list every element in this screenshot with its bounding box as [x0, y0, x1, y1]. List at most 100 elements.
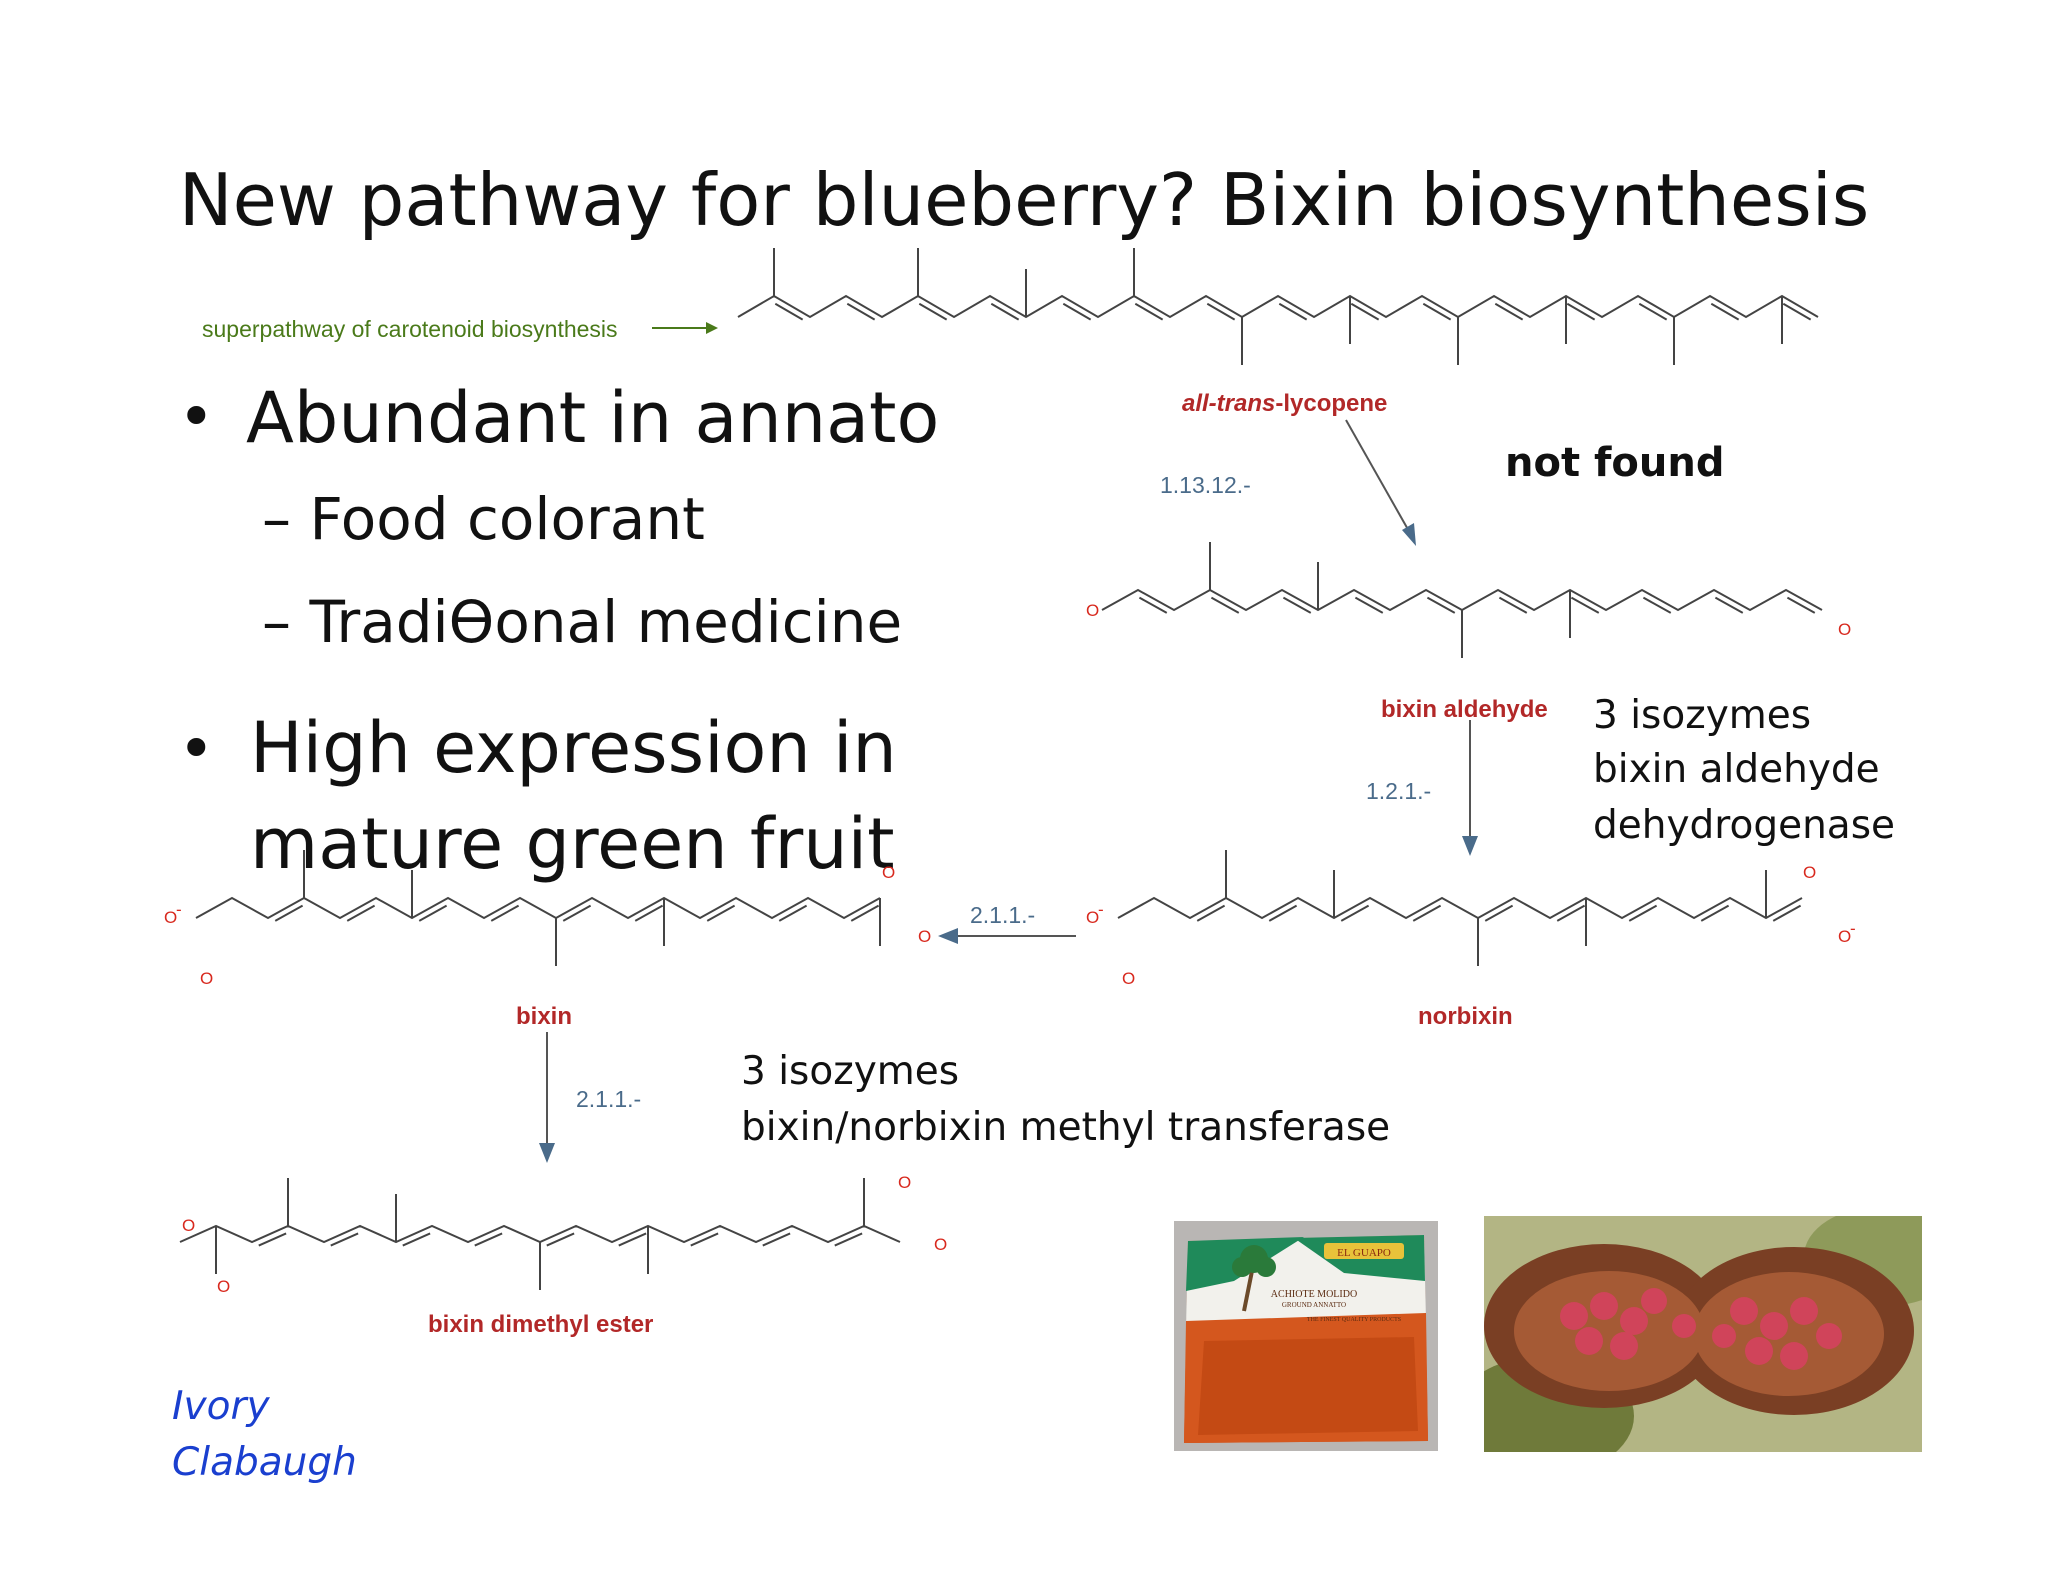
compound-bixin-label[interactable]: bixin — [516, 1003, 573, 1030]
compound-bixin-aldehyde-label[interactable]: bixin aldehyde — [1381, 696, 1548, 723]
bond — [762, 1232, 791, 1247]
slide-title: New pathway for blueberry? Bixin biosynt… — [178, 158, 1870, 242]
oxygen-atom: O — [1838, 620, 1851, 639]
compound-lycopene-label[interactable]: all-trans-lycopene — [1182, 390, 1387, 418]
bond — [1340, 904, 1370, 922]
bond — [990, 302, 1020, 321]
oxygen-atom: O — [1122, 969, 1135, 988]
oxygen-anion: O — [1838, 927, 1851, 946]
oxygen-atom: O — [217, 1277, 230, 1296]
transferase-note-line1: 3 isozymes — [741, 1049, 960, 1094]
bond — [1426, 596, 1456, 614]
credit-last-name: Clabaugh — [172, 1440, 357, 1485]
enzyme-ec-2-1-1-a[interactable]: 2.1.1.- — [970, 902, 1036, 928]
sub-bullet-food: – Food colorant — [262, 485, 705, 553]
bond — [1206, 302, 1236, 321]
bond — [1642, 596, 1672, 614]
bond — [1484, 904, 1514, 922]
bond — [834, 1232, 863, 1247]
ester-bonds — [215, 1178, 865, 1290]
enzyme-ec-1-13-12[interactable]: 1.13.12.- — [1160, 472, 1251, 498]
bond — [330, 1232, 359, 1247]
oxygen-atom: O — [934, 1235, 947, 1254]
bond — [1350, 302, 1380, 321]
superpathway-label[interactable]: superpathway of carotenoid biosynthesis — [202, 316, 618, 342]
oxygen-anion: O — [1086, 908, 1099, 927]
package-tagline: THE FINEST QUALITY PRODUCTS — [1307, 1317, 1401, 1323]
bond — [774, 302, 804, 321]
oxygen-atom: O — [882, 863, 895, 882]
oxygen-atom: O — [918, 927, 931, 946]
oxygen-atom: O — [1803, 863, 1816, 882]
bond — [1772, 904, 1802, 922]
bond — [618, 1232, 647, 1247]
bond — [634, 904, 664, 922]
compound-norbixin-label[interactable]: norbixin — [1418, 1003, 1513, 1030]
bond — [346, 904, 376, 922]
photo-annatto-pod — [1484, 1216, 1922, 1452]
bond — [1282, 596, 1312, 614]
bond — [1570, 596, 1600, 614]
bond — [418, 904, 448, 922]
sub-bullet-food-text: Food colorant — [309, 485, 705, 553]
package-illustration: EL GUAPO ACHIOTE MOLIDO GROUND ANNATTO T… — [1184, 1235, 1428, 1443]
bond — [690, 1232, 719, 1247]
enzyme-ec-2-1-1-b[interactable]: 2.1.1.- — [576, 1086, 642, 1112]
bullet-expression-line1: High expression in — [250, 707, 897, 789]
sub-bullet-medicine-text: TradiƟonal medicine — [309, 588, 903, 656]
bond — [1628, 904, 1658, 922]
compound-bixin-dimethyl-ester-label[interactable]: bixin dimethyl ester — [428, 1311, 654, 1338]
bond — [474, 1232, 503, 1247]
bond — [1710, 302, 1740, 321]
arrow-aldehyde-to-norbixin — [1462, 720, 1478, 856]
bond — [1494, 302, 1524, 321]
bond — [778, 904, 808, 922]
dehydrogenase-note-line3: dehydrogenase — [1593, 803, 1896, 848]
bond — [1422, 302, 1452, 321]
bond — [918, 302, 948, 321]
bixin-bonds — [274, 850, 881, 966]
bond — [546, 1232, 575, 1247]
bond — [274, 904, 304, 922]
package-brand: EL GUAPO — [1337, 1247, 1391, 1259]
bond — [1278, 302, 1308, 321]
enzyme-ec-1-2-1[interactable]: 1.2.1.- — [1366, 778, 1432, 804]
bond — [1638, 302, 1668, 321]
aldehyde-bonds — [1138, 542, 1816, 658]
sub-bullet-medicine: – TradiƟonal medicine — [262, 588, 903, 656]
bond — [1556, 904, 1586, 922]
bond — [1786, 596, 1816, 614]
bond — [706, 904, 736, 922]
oxygen-atom: O — [898, 1173, 911, 1192]
pod-illustration — [1484, 1216, 1922, 1452]
anion-charge: - — [1098, 900, 1104, 919]
ester-chain — [179, 1224, 901, 1244]
bond — [1196, 904, 1226, 922]
bullet-abundant: Abundant in annato — [246, 377, 940, 459]
bond — [1412, 904, 1442, 922]
not-found-note: not found — [1505, 440, 1725, 486]
bullet-expression-line2: mature green fruit — [250, 803, 895, 885]
bond — [1268, 904, 1298, 922]
bond — [846, 302, 876, 321]
bullet-marker: • — [178, 712, 215, 785]
bond — [1354, 596, 1384, 614]
lycopene-prefix: all-trans — [1182, 390, 1276, 417]
bond — [1062, 302, 1092, 321]
arrow-lycopene-to-aldehyde — [1345, 419, 1416, 546]
transferase-note-line2: bixin/norbixin methyl transferase — [741, 1105, 1391, 1150]
bond — [1134, 302, 1164, 321]
bond — [562, 904, 592, 922]
bixin-chain — [195, 896, 881, 920]
bond — [490, 904, 520, 922]
dehydrogenase-note-line2: bixin aldehyde — [1593, 747, 1880, 792]
norbixin-bonds — [1196, 850, 1802, 966]
bond — [258, 1232, 287, 1247]
bond — [1138, 596, 1168, 614]
oxygen-anion: O — [164, 908, 177, 927]
